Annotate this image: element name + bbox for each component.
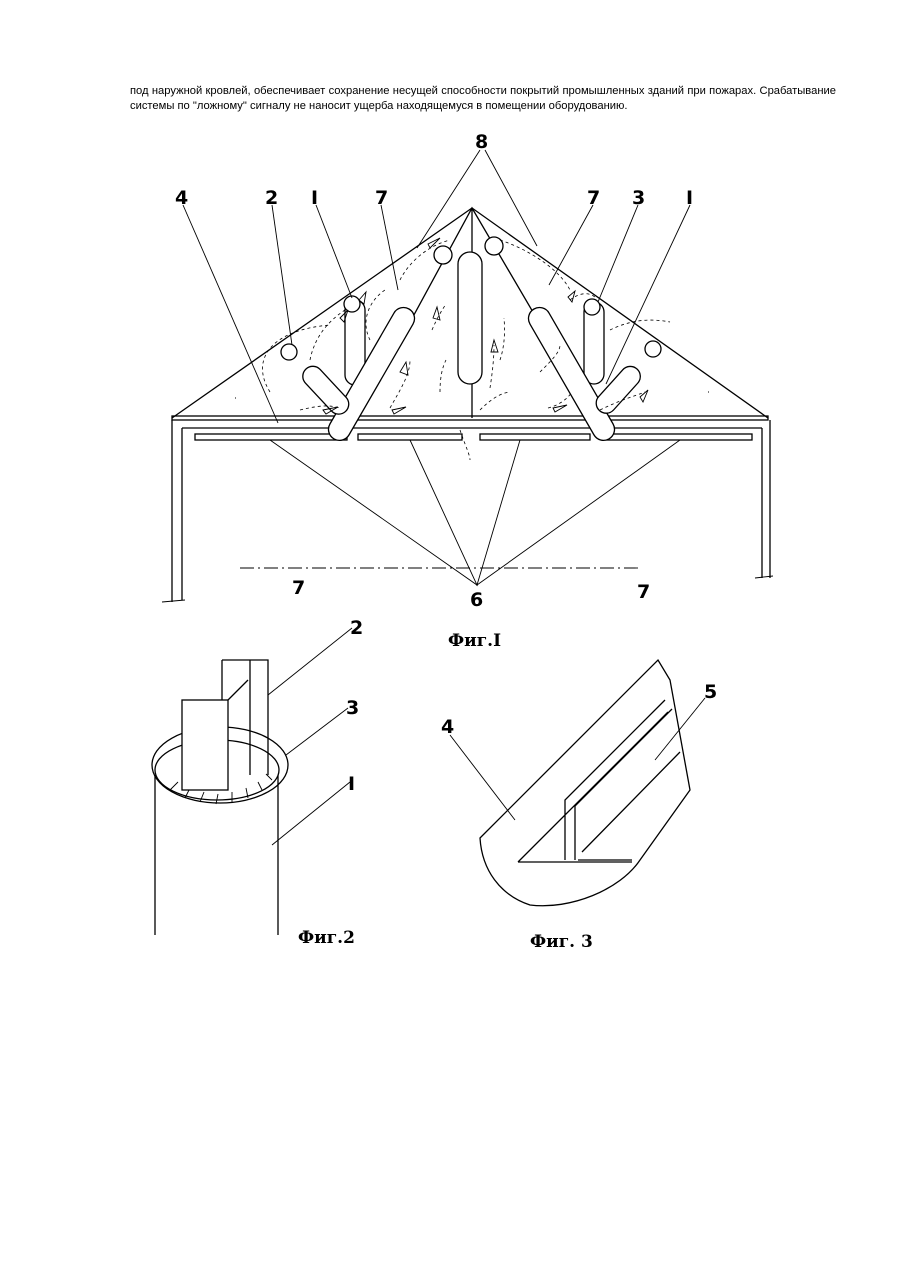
ceiling-panel — [605, 434, 752, 440]
ceiling-slab — [172, 416, 768, 420]
ceiling-panel — [480, 434, 590, 440]
figure-2: 2 3 I Фиг.2 — [152, 617, 363, 948]
label-6: 6 — [470, 589, 483, 611]
label-1: I — [311, 187, 318, 209]
ceiling-panel — [195, 434, 347, 440]
label-2: 2 — [350, 617, 363, 639]
label-5: 5 — [704, 681, 717, 703]
label-7: 7 — [375, 187, 388, 209]
figure-3-caption: Фиг. 3 — [530, 932, 593, 952]
label-4: 4 — [441, 716, 454, 738]
label-1: I — [348, 773, 355, 795]
label-3: 3 — [346, 697, 359, 719]
label-7: 7 — [587, 187, 600, 209]
ceiling-panel — [358, 434, 462, 440]
tube — [458, 252, 482, 384]
figure-1-caption: Фиг.I — [448, 631, 501, 651]
label-2: 2 — [265, 187, 278, 209]
figure-3: 4 5 Фиг. 3 — [441, 660, 717, 952]
figure-1: 4 2 I 7 8 7 3 I 7 6 7 Фиг.I — [162, 131, 773, 651]
figure-2-caption: Фиг.2 — [298, 928, 355, 948]
label-3: 3 — [632, 187, 645, 209]
label-1: I — [686, 187, 693, 209]
label-4: 4 — [175, 187, 188, 209]
left-wall — [172, 420, 770, 602]
label-7: 7 — [637, 581, 650, 603]
label-7: 7 — [292, 577, 305, 599]
label-8: 8 — [475, 131, 488, 153]
